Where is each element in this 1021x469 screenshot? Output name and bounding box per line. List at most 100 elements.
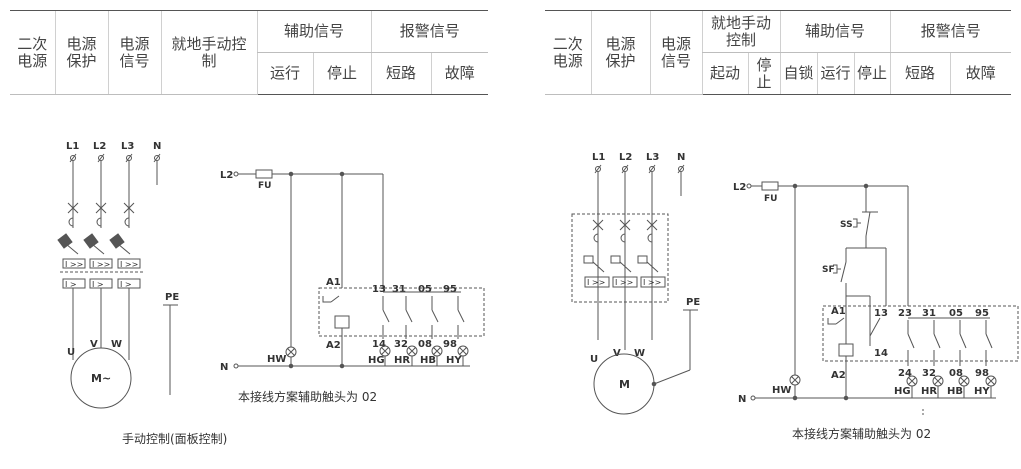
left-term-u: U	[67, 347, 75, 358]
left-lamp-hb: HB	[420, 355, 436, 366]
right-spec-table: 二次 电源 电源 保护 电源 信号 就地手动 控制 辅助信号 报警信号 起动 停…	[545, 10, 1012, 95]
left-contact-95: 95	[443, 284, 457, 295]
left-control-circuit: L2 FU HW A1 A2 13 31 05 95 14 32 08 98	[220, 169, 485, 373]
cell-local-manual: 就地手动控 制	[160, 10, 257, 95]
right-lamp-hy: HY	[974, 386, 990, 397]
r-cell-secondary-power: 二次 电源	[545, 10, 591, 95]
right-label-l1: L1	[592, 152, 605, 163]
r-cell-alarm-signal: 报警信号	[889, 10, 1012, 53]
left-label-ctrl-l2: L2	[220, 170, 233, 181]
left-motor	[70, 347, 132, 409]
right-lamp-hw-label: HW	[772, 385, 791, 396]
right-contact-32: 32	[922, 368, 936, 379]
left-contact-31: 31	[392, 284, 406, 295]
cell-aux-signal: 辅助信号	[256, 10, 372, 53]
left-motor-label: M~	[91, 372, 111, 385]
left-fuse-label: FU	[258, 181, 271, 191]
right-relay-c: I >>	[643, 278, 661, 287]
left-fuse	[255, 169, 273, 179]
left-relay-ovl-c: I >	[120, 280, 132, 289]
right-contact-95: 95	[975, 308, 989, 319]
right-contact-14: 14	[874, 348, 888, 359]
r-cell-aux-signal: 辅助信号	[779, 10, 891, 53]
right-contact-08: 08	[949, 368, 963, 379]
r-cell-stop-local: 停 止	[747, 52, 781, 95]
left-term-w: W	[111, 339, 122, 350]
left-label-a2: A2	[326, 340, 341, 351]
left-contact-05: 05	[418, 284, 432, 295]
left-power-circuit: L1 L2 L3 N I >> I >> I >> I > I > I > PE…	[57, 141, 179, 409]
left-contact-14: 14	[372, 339, 386, 350]
r-cell-fault: 故障	[949, 52, 1012, 95]
right-label-l2: L2	[619, 152, 632, 163]
right-label-ss: SS	[840, 220, 853, 230]
left-relay-inst-a: I >>	[65, 260, 83, 269]
left-contact-32: 32	[394, 339, 408, 350]
cell-alarm-signal: 报警信号	[370, 10, 489, 53]
right-label-ctrl-n: N	[738, 394, 746, 405]
left-label-pe: PE	[165, 292, 179, 303]
left-note: 本接线方案辅助触头为 02	[238, 390, 378, 404]
left-label-l1: L1	[66, 141, 79, 152]
cell-short: 短路	[370, 52, 432, 95]
cell-secondary-power: 二次 电源	[10, 10, 55, 95]
r-cell-self-lock: 自锁	[779, 52, 818, 95]
left-label-l2: L2	[93, 141, 106, 152]
left-aux-contact-block	[318, 287, 485, 337]
right-lamp-hg: HG	[894, 386, 911, 397]
right-label-l3: L3	[646, 152, 659, 163]
right-contact-98: 98	[975, 368, 989, 379]
left-term-v: V	[90, 339, 98, 350]
r-cell-run: 运行	[816, 52, 855, 95]
right-contact-24: 24	[898, 368, 912, 379]
right-label-sf: SF	[822, 265, 835, 275]
right-note: 本接线方案辅助触头为 02	[792, 427, 932, 441]
right-aux-contact-block	[822, 305, 1019, 362]
r-cell-power-protection: 电源 保护	[590, 10, 650, 95]
right-control-circuit: L2 FU HW SS SF 13 14 A1 A2	[733, 181, 1019, 416]
cell-stop: 停止	[312, 52, 372, 95]
right-contact-13: 13	[874, 308, 888, 319]
left-relay-ovl-a: I >	[65, 280, 77, 289]
r-cell-short: 短路	[889, 52, 951, 95]
left-relay-inst-c: I >>	[120, 260, 138, 269]
right-contact-05: 05	[949, 308, 963, 319]
right-contact-31: 31	[922, 308, 936, 319]
right-contact-23: 23	[898, 308, 912, 319]
right-label-ctrl-l2: L2	[733, 182, 746, 193]
right-label-a1: A1	[831, 306, 846, 317]
left-coil	[334, 315, 350, 329]
left-label-n: N	[153, 141, 161, 152]
right-lamp-hb: HB	[947, 386, 963, 397]
left-lamp-hr: HR	[394, 355, 410, 366]
cell-run: 运行	[256, 52, 313, 95]
right-lamp-hr: HR	[921, 386, 937, 397]
left-contact-13: 13	[372, 284, 386, 295]
r-cell-power-signal: 电源 信号	[649, 10, 702, 95]
right-label-a2: A2	[831, 370, 846, 381]
left-contact-98: 98	[443, 339, 457, 350]
left-relay-inst-b: I >>	[92, 260, 110, 269]
r-cell-local-manual: 就地手动 控制	[701, 10, 781, 53]
right-breaker-box	[571, 213, 669, 303]
left-label-l3: L3	[121, 141, 134, 152]
right-fuse-label: FU	[764, 194, 777, 204]
r-cell-stop: 停止	[853, 52, 891, 95]
right-label-pe: PE	[686, 297, 700, 308]
right-term-u: U	[590, 354, 598, 365]
right-coil	[838, 343, 854, 357]
left-label-ctrl-n: N	[220, 362, 228, 373]
left-lamp-hy: HY	[446, 355, 462, 366]
left-contact-08: 08	[418, 339, 432, 350]
left-relay-ovl-b: I >	[92, 280, 104, 289]
left-lamp-hg: HG	[368, 355, 385, 366]
right-label-n: N	[677, 152, 685, 163]
left-spec-table: 二次 电源 电源 保护 电源 信号 就地手动控 制 辅助信号 报警信号 运行 停…	[10, 10, 489, 95]
cell-power-protection: 电源 保护	[54, 10, 108, 95]
right-motor-label: M	[619, 378, 630, 391]
right-motor	[593, 353, 655, 415]
right-term-v: V	[613, 348, 621, 359]
right-fuse	[761, 181, 779, 191]
left-caption: 手动控制(面板控制)	[122, 432, 228, 446]
